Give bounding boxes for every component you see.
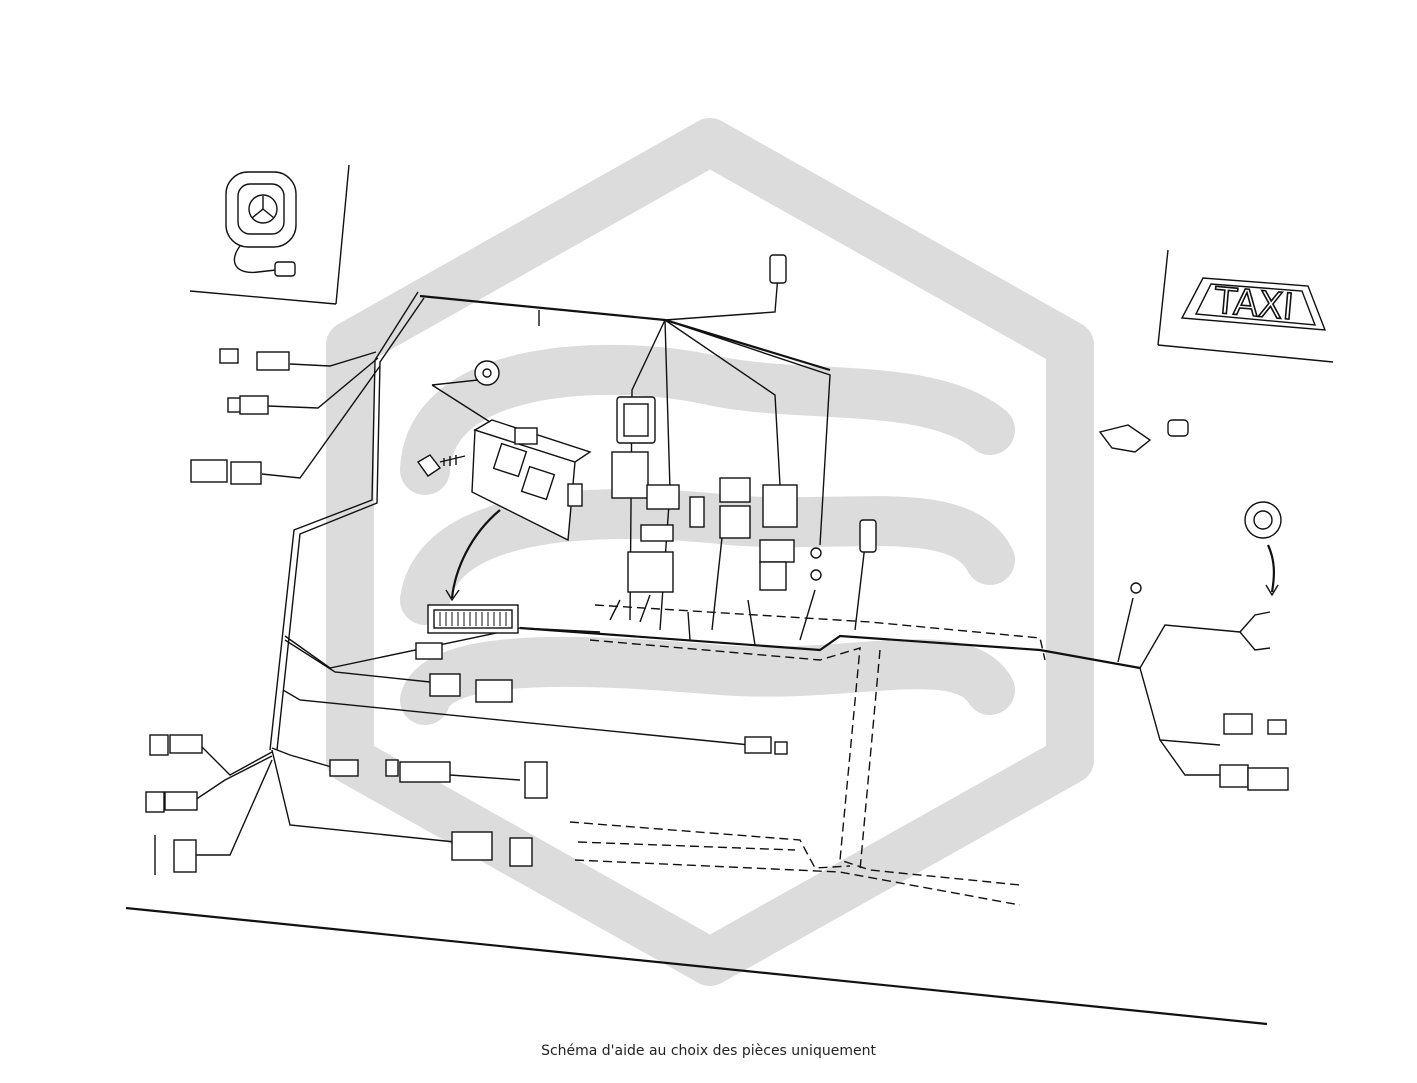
taxi-sign-inset: TAXI xyxy=(1157,249,1334,363)
control-unit xyxy=(416,360,592,602)
central-connectors xyxy=(611,254,877,593)
right-connectors xyxy=(1098,419,1289,791)
diagram-caption: Schéma d'aide au choix des pièces unique… xyxy=(541,1043,876,1059)
airbag-module-inset xyxy=(189,164,350,305)
right-harness xyxy=(519,597,1271,776)
floor-line xyxy=(125,906,1268,1026)
left-connectors xyxy=(145,348,788,875)
taxi-sign-text: TAXI xyxy=(1212,281,1295,329)
optional-harness-dashed xyxy=(569,604,1046,906)
main-connector xyxy=(427,604,519,634)
